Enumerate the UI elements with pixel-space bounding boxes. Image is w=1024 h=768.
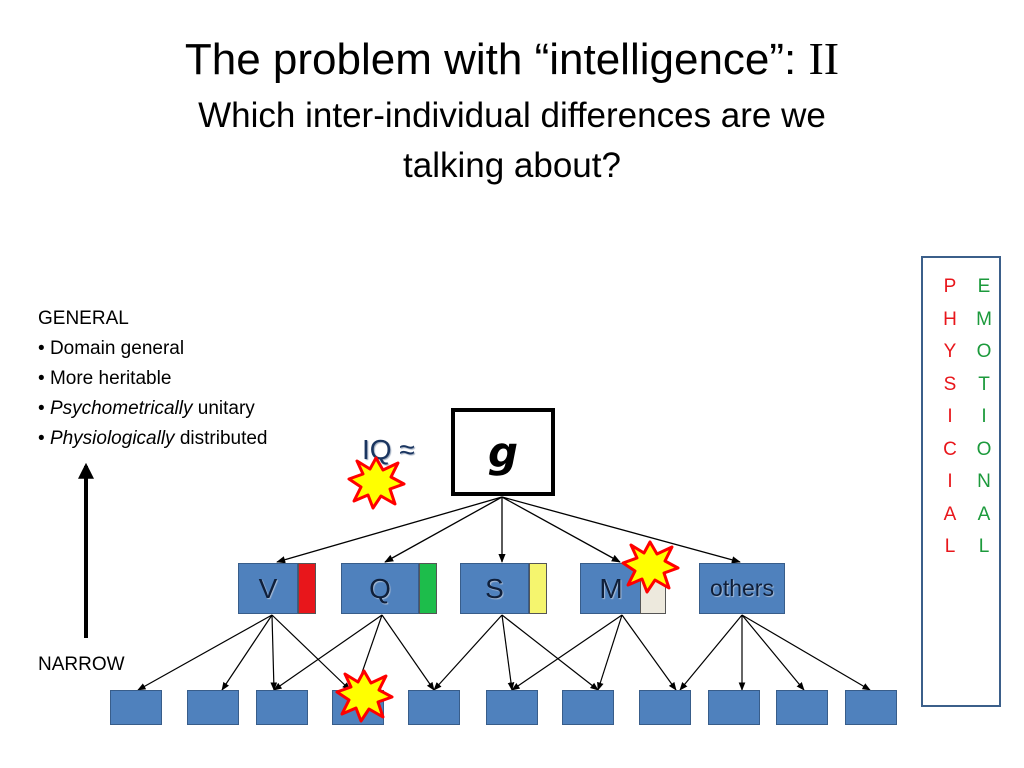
arrow-g-to-others xyxy=(501,496,741,564)
factor-box-q: Q xyxy=(341,563,419,614)
emotional-letter: E xyxy=(977,276,991,297)
arrow-m-leaf-7 xyxy=(597,614,623,691)
arrow-g-to-q xyxy=(384,496,503,563)
bullet-italic-4: Physiologically xyxy=(49,428,175,449)
factor-strip-v xyxy=(298,563,316,614)
general-bullet-4: Physiologically distributed xyxy=(38,424,268,454)
factor-label-others: others xyxy=(710,575,774,601)
factor-strip-s xyxy=(529,563,547,614)
arrow-others-leaf-8 xyxy=(679,614,743,691)
physical-letter: Y xyxy=(943,341,957,362)
factor-box-others: others xyxy=(699,563,785,614)
narrow-ability-box-8 xyxy=(639,690,691,725)
general-bullet-3: Psychometrically unitary xyxy=(38,394,268,424)
narrow-ability-box-10 xyxy=(776,690,828,725)
factor-strip-q xyxy=(419,563,437,614)
narrow-ability-box-1 xyxy=(110,690,162,725)
arrow-s-leaf-5 xyxy=(433,614,503,691)
subtitle-line-2: talking about? xyxy=(403,146,621,185)
arrow-s-leaf-7 xyxy=(501,614,599,691)
emotional-letter: O xyxy=(976,341,992,362)
factor-label-m: M xyxy=(599,572,623,604)
general-traits-list: GENERAL Domain general More heritable Ps… xyxy=(38,304,268,454)
bullet-italic-3: Psychometrically xyxy=(49,398,193,419)
physical-letter: I xyxy=(947,406,953,427)
bullet-text-1: Domain general xyxy=(49,338,185,359)
general-bullets: Domain general More heritable Psychometr… xyxy=(38,334,268,454)
arrow-v-leaf-1 xyxy=(137,614,273,691)
factor-label-s: S xyxy=(485,572,504,604)
narrow-ability-box-11 xyxy=(845,690,897,725)
general-bullet-1: Domain general xyxy=(38,334,268,364)
physical-emotional-box: P H Y S I C I A L E M O T I O N A L xyxy=(921,256,1001,707)
iq-approx-label: IQ ≈ xyxy=(362,434,415,465)
arrow-v-leaf-3b xyxy=(270,614,278,691)
factor-box-m: M xyxy=(580,563,642,614)
subtitle-line-1: Which inter-individual differences are w… xyxy=(198,96,826,135)
g-factor-box: g xyxy=(451,408,555,496)
g-factor-label: g xyxy=(487,427,519,477)
bullet-text-2: More heritable xyxy=(49,368,172,389)
factor-label-q: Q xyxy=(369,572,391,604)
arrow-s-leaf-6 xyxy=(501,614,515,691)
emotional-letter: T xyxy=(978,373,990,395)
emotional-letter: L xyxy=(978,536,990,557)
general-bullet-2: More heritable xyxy=(38,364,268,394)
factor-box-v: V xyxy=(238,563,298,614)
narrow-ability-box-9 xyxy=(708,690,760,725)
narrow-label: NARROW xyxy=(38,654,125,675)
factor-label-v: V xyxy=(258,572,278,604)
narrow-ability-box-7 xyxy=(562,690,614,725)
arrow-v-leaf-3 xyxy=(221,614,273,691)
physical-letter: S xyxy=(943,373,957,395)
emotional-letter: A xyxy=(977,503,991,525)
emotional-column: E M O T I O N A L xyxy=(972,271,996,564)
slide-subtitle: Which inter-individual differences are w… xyxy=(0,91,1024,191)
emotional-letter: O xyxy=(976,438,992,460)
physical-letter: H xyxy=(943,308,957,330)
narrow-ability-box-5 xyxy=(408,690,460,725)
arrow-g-to-v xyxy=(276,496,503,564)
explosion-burst-icon xyxy=(335,669,394,723)
general-heading: GENERAL xyxy=(38,308,129,329)
physical-letter: I xyxy=(947,471,953,492)
arrow-g-to-m xyxy=(501,496,621,563)
g-to-factor-arrows xyxy=(276,496,741,564)
arrow-others-leaf-11 xyxy=(741,614,871,691)
emotional-letter: I xyxy=(981,406,987,427)
title-text: The problem with “intelligence”: xyxy=(184,35,809,84)
arrow-v-leaf-4 xyxy=(271,614,351,691)
bullet-text-4: distributed xyxy=(174,428,268,449)
arrow-q-leaf-5 xyxy=(381,614,435,691)
arrow-m-leaf-8 xyxy=(621,614,677,691)
slide-title-block: The problem with “intelligence”: II Whic… xyxy=(0,30,1024,191)
physical-letter: L xyxy=(944,536,956,557)
narrow-ability-box-3 xyxy=(256,690,308,725)
bullet-text-3: unitary xyxy=(192,398,255,419)
arrow-m-leaf-6 xyxy=(511,614,623,691)
narrow-ability-box-2 xyxy=(187,690,239,725)
explosion-burst-icon xyxy=(621,540,680,594)
physical-letter: C xyxy=(943,438,957,460)
physical-letter: A xyxy=(943,503,957,525)
narrow-ability-box-6 xyxy=(486,690,538,725)
factor-box-s: S xyxy=(460,563,529,614)
emotional-letter: N xyxy=(977,471,991,492)
emotional-letter: M xyxy=(976,308,992,330)
factor-to-leaf-arrows xyxy=(137,614,871,691)
slide-title: The problem with “intelligence”: II xyxy=(0,30,1024,89)
explosion-burst-icon xyxy=(347,456,406,510)
physical-letter: P xyxy=(943,276,957,297)
title-roman-numeral: II xyxy=(808,33,840,84)
arrow-q-leaf-3 xyxy=(273,614,383,691)
arrow-others-leaf-10 xyxy=(741,614,805,691)
physical-column: P H Y S I C I A L xyxy=(938,271,962,564)
